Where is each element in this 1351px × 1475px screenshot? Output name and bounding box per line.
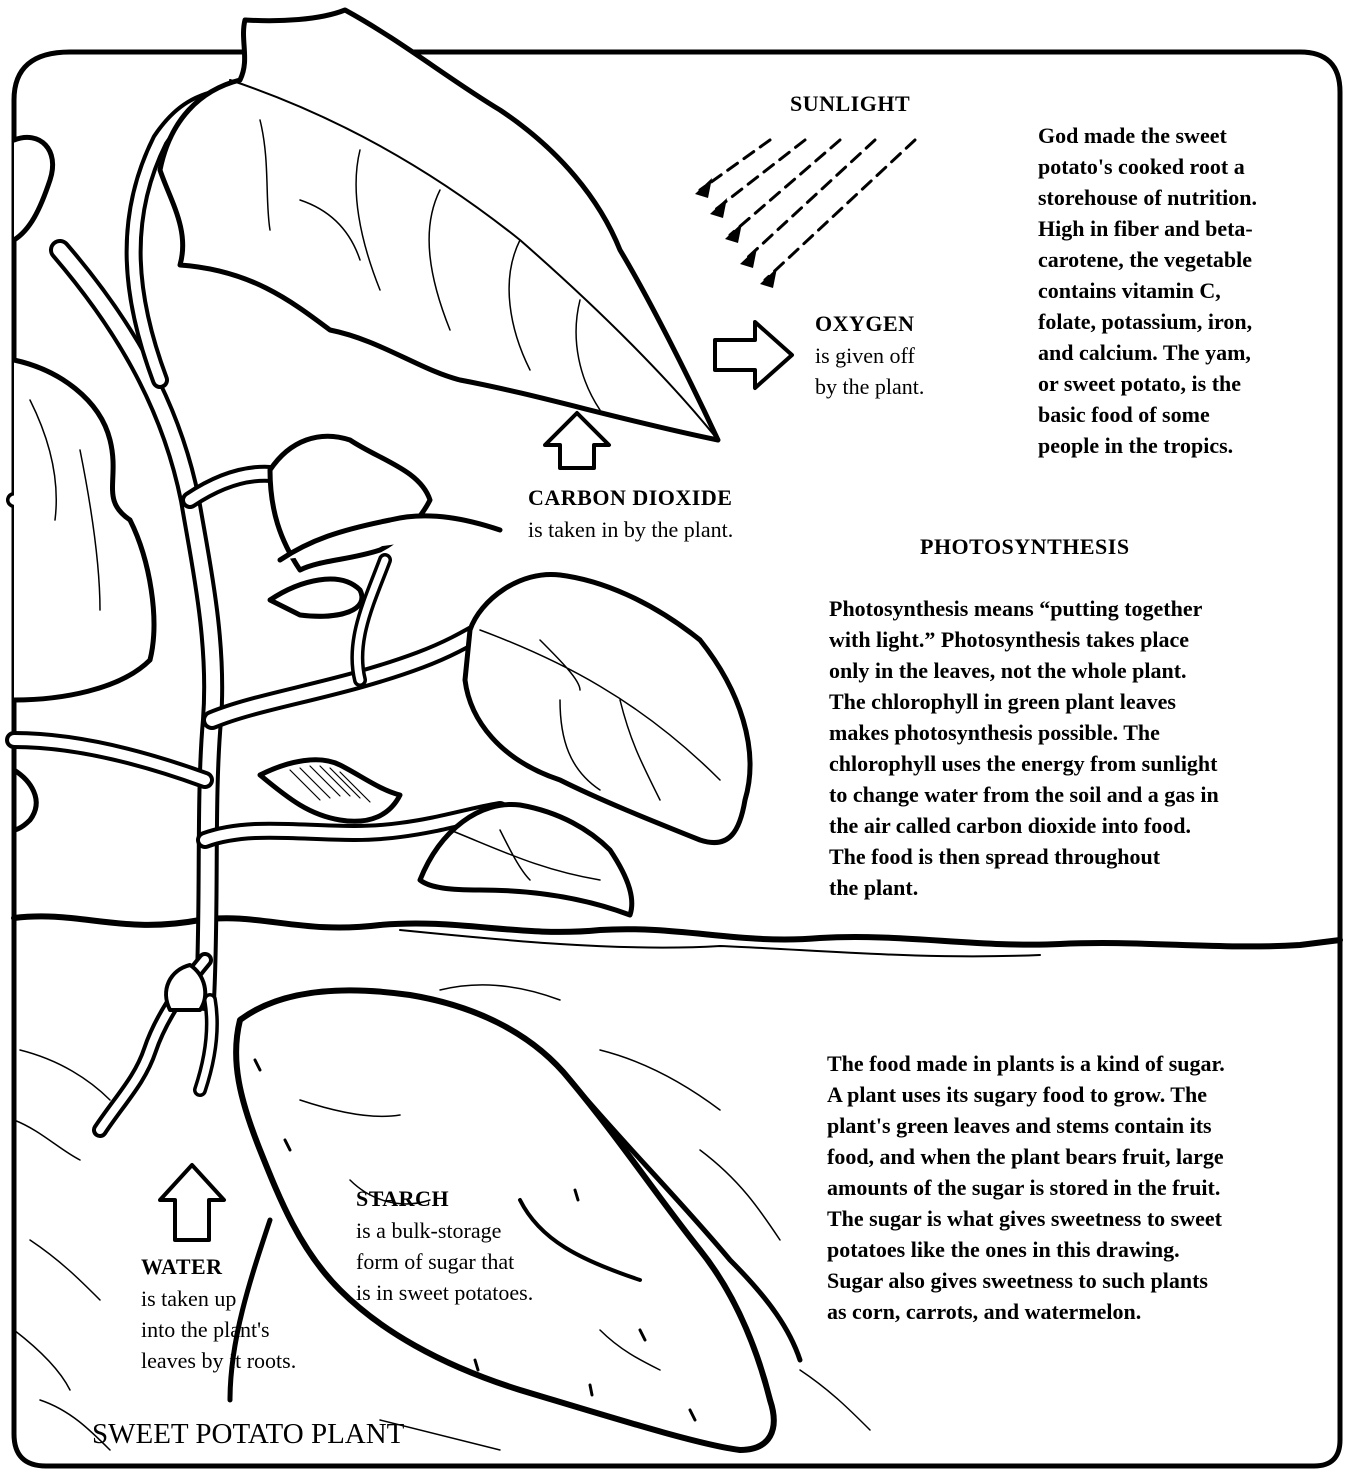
small-leaf-2	[260, 760, 400, 821]
carbon-dioxide-label: CARBON DIOXIDE	[528, 482, 732, 513]
starch-label: STARCH	[356, 1183, 449, 1214]
photosynthesis-heading: PHOTOSYNTHESIS	[920, 531, 1130, 562]
sunlight-label: SUNLIGHT	[790, 88, 910, 119]
water-arrow	[160, 1165, 224, 1240]
top-leaf	[160, 10, 718, 440]
plant-title: SWEET POTATO PLANT	[92, 1416, 404, 1452]
nutrition-text: God made the sweet potato's cooked root …	[1038, 120, 1257, 461]
carbon-dioxide-description: is taken in by the plant.	[528, 514, 733, 545]
oxygen-description: is given off by the plant.	[815, 340, 924, 402]
sugar-text: The food made in plants is a kind of sug…	[827, 1048, 1225, 1327]
oxygen-arrow	[715, 322, 792, 388]
carbon-dioxide-arrow	[545, 413, 609, 468]
water-label: WATER	[141, 1251, 223, 1282]
starch-description: is a bulk-storage form of sugar that is …	[356, 1215, 533, 1308]
oxygen-label: OXYGEN	[815, 308, 915, 339]
left-leaf-top	[14, 137, 53, 240]
sunlight-arrows	[700, 140, 915, 280]
water-description: is taken up into the plant's leaves by i…	[141, 1283, 296, 1376]
photosynthesis-text: Photosynthesis means “putting together w…	[829, 593, 1219, 903]
